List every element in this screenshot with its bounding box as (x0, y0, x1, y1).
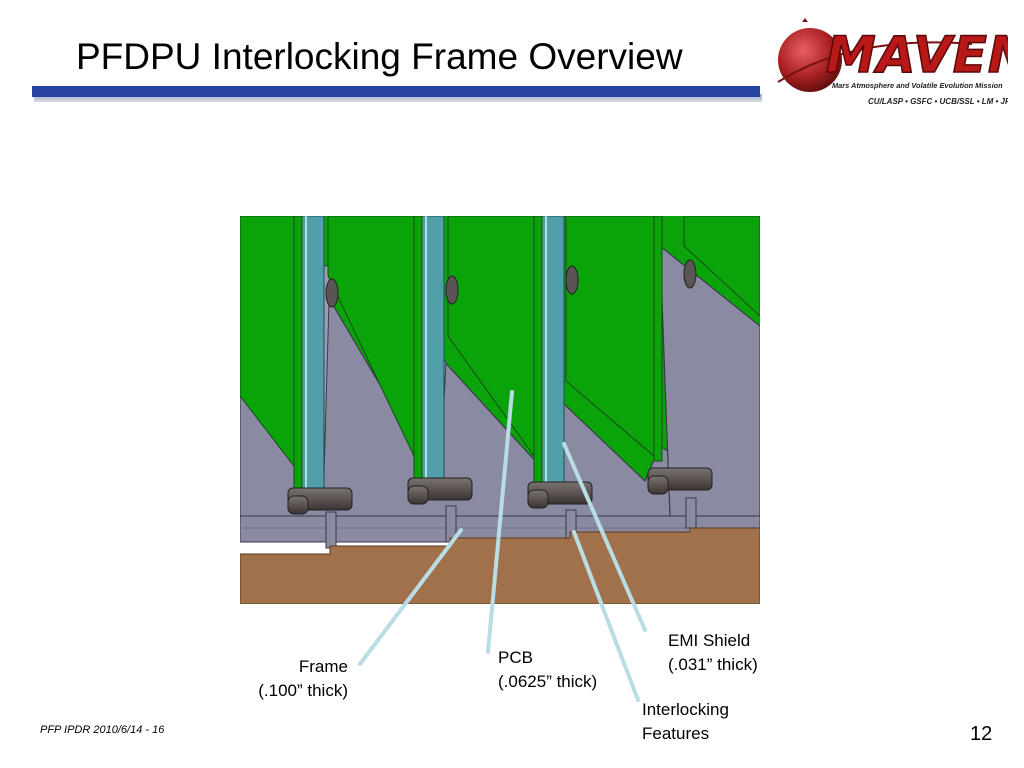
pcb-label: PCB (.0625” thick) (498, 646, 597, 694)
interlocking-label-line2: Features (642, 724, 710, 743)
emi-shield-label-thickness: (.031” thick) (668, 655, 758, 674)
frame-label-thickness: (.100” thick) (258, 681, 348, 700)
slide-title: PFDPU Interlocking Frame Overview (76, 36, 683, 77)
frame-label: Frame (.100” thick) (244, 655, 348, 703)
logo-partners: CU/LASP • GSFC • UCB/SSL • LM • JPL (868, 97, 1008, 106)
standoff-bumps (325, 259, 697, 308)
maven-logo: MAVEN Mars Atmosphere and Volatile Evolu… (777, 18, 1008, 106)
callout-line-emi-shield (562, 442, 647, 632)
slide-footer: PFP IPDR 2010/6/14 - 16 (40, 724, 165, 736)
pcb-label-name: PCB (498, 648, 533, 667)
mounting-bolts (287, 467, 713, 515)
pcb-label-thickness: (.0625” thick) (498, 672, 598, 691)
frame-label-name: Frame (298, 657, 348, 676)
emi-shield-label: EMI Shield (.031” thick) (668, 629, 758, 677)
interlocking-tabs (325, 497, 697, 549)
title-underline-bar (32, 86, 762, 102)
interlocking-features-label: Interlocking Features (642, 698, 729, 746)
chassis-base (240, 527, 760, 604)
interlocking-frame-cross-section (240, 216, 760, 604)
callout-line-frame (358, 528, 463, 666)
logo-wordmark: MAVEN (826, 26, 1008, 84)
mars-planet-icon (778, 28, 842, 92)
callout-line-pcb (486, 390, 514, 654)
logo-tagline: Mars Atmosphere and Volatile Evolution M… (832, 81, 1003, 90)
interlocking-label-line1: Interlocking (642, 700, 729, 719)
emi-shield-label-name: EMI Shield (668, 631, 751, 650)
shield-post-edges (305, 216, 547, 496)
callout-line-interlocking (572, 530, 640, 702)
page-number: 12 (970, 723, 993, 745)
